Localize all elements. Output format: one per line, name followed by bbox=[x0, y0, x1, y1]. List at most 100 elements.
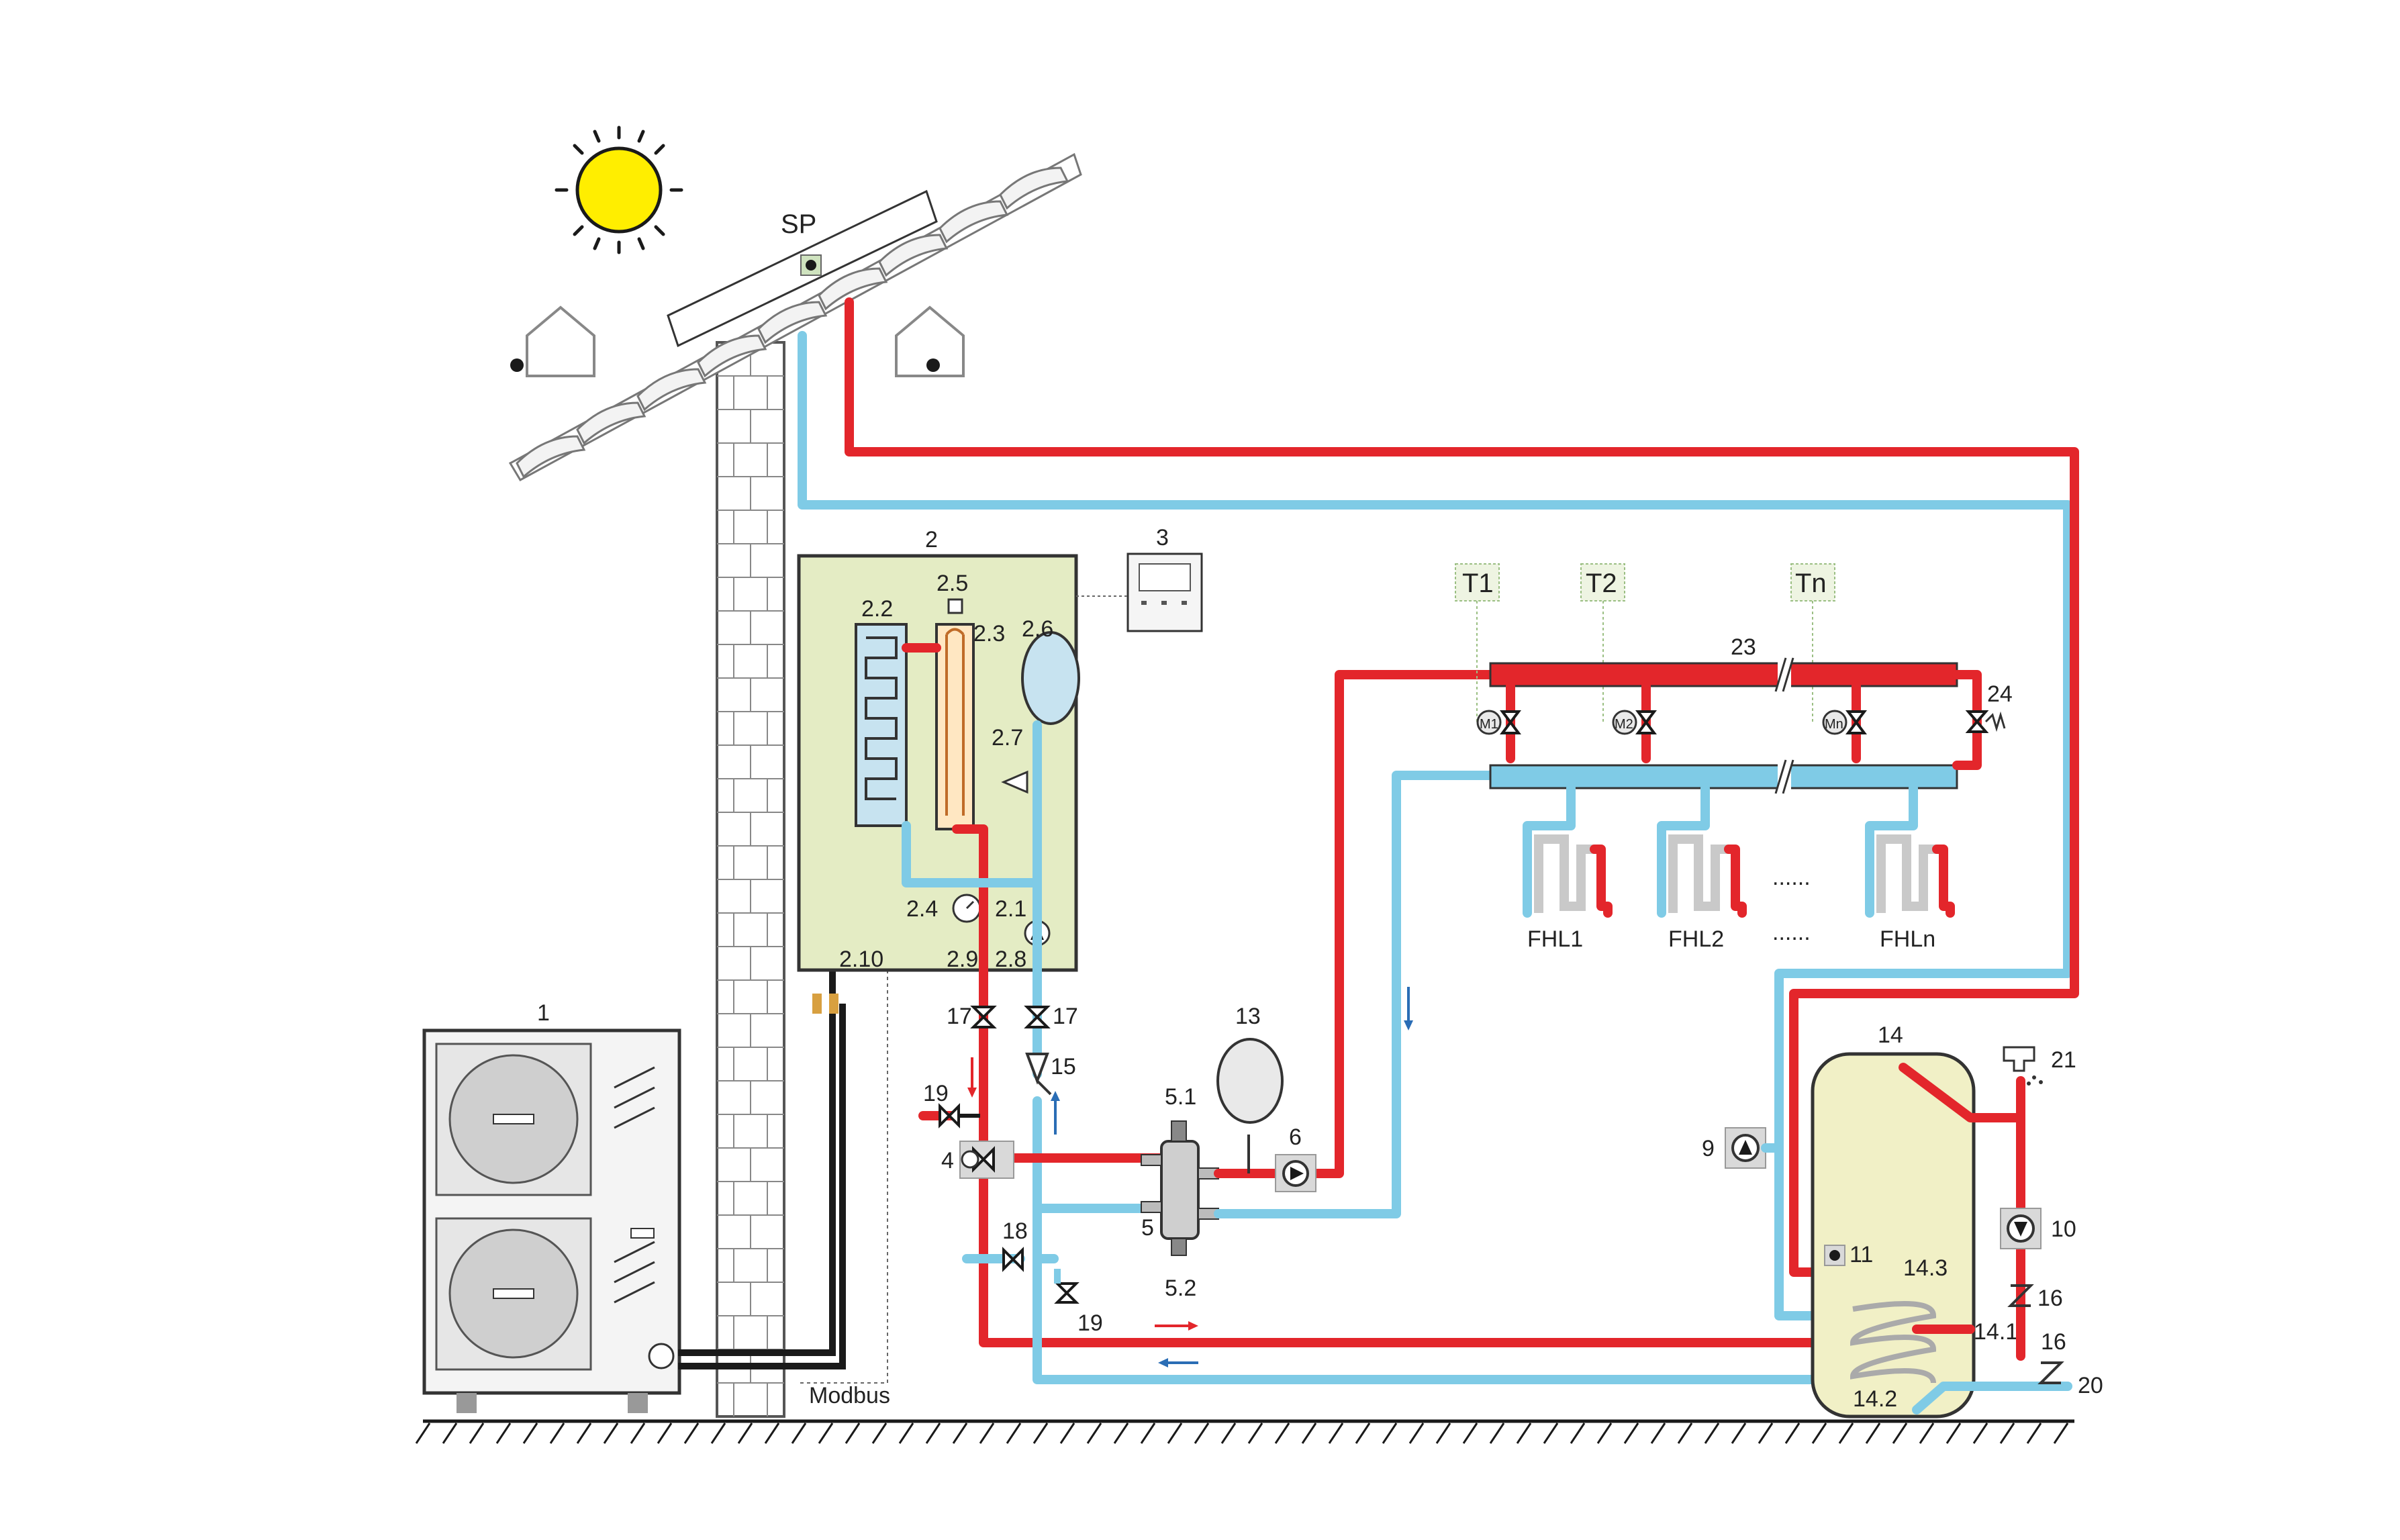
component-label: 6 bbox=[1289, 1124, 1302, 1150]
thermostat-label: T1 bbox=[1462, 569, 1494, 598]
zone-valve bbox=[1476, 710, 1521, 735]
component-label: 17 bbox=[947, 1004, 972, 1029]
component-label: 23 bbox=[1731, 634, 1756, 660]
component-label: 5.1 bbox=[1165, 1084, 1196, 1110]
actuator-label: M1 bbox=[1480, 717, 1498, 732]
component-label: 5 bbox=[1141, 1215, 1154, 1241]
ground bbox=[415, 1419, 2074, 1444]
expansion-vessel-13 bbox=[1216, 1038, 1284, 1124]
component-label: 14.2 bbox=[1853, 1386, 1897, 1412]
component-label: 2.9 bbox=[947, 947, 978, 972]
shutoff-valve-17 bbox=[970, 1006, 997, 1028]
floor-heating-loop bbox=[1657, 783, 1747, 918]
component-label: 2.6 bbox=[1022, 616, 1053, 642]
component-label: 14.3 bbox=[1903, 1255, 1948, 1281]
component-label: 9 bbox=[1702, 1136, 1715, 1161]
component-label: 2.2 bbox=[861, 596, 893, 622]
component-label: 17 bbox=[1053, 1004, 1078, 1029]
dhw-tank-14 bbox=[1811, 1052, 1976, 1418]
component-label: 13 bbox=[1235, 1004, 1261, 1029]
shutoff-valve-17 bbox=[1024, 1006, 1051, 1028]
loop-ellipsis: ...... bbox=[1772, 920, 1811, 945]
solar-return-pipe bbox=[798, 331, 2072, 1320]
indoor-unit-label: 2 bbox=[925, 527, 938, 552]
drain-valve-19 bbox=[1054, 1269, 1079, 1304]
component-label: 2.4 bbox=[906, 896, 938, 922]
loop-label: FHL2 bbox=[1668, 926, 1724, 952]
component-label: 16 bbox=[2037, 1286, 2063, 1311]
brick-wall bbox=[716, 341, 785, 1418]
indoor-hydraulic-unit bbox=[797, 554, 1080, 972]
flow-arrow-icon bbox=[1335, 987, 1344, 1030]
component-label: 10 bbox=[2051, 1216, 2076, 1242]
component-label: 11 bbox=[1850, 1242, 1873, 1267]
manifold-23 bbox=[1489, 657, 1958, 794]
sun-icon bbox=[555, 126, 683, 254]
house-icon bbox=[510, 305, 595, 377]
component-label: 16 bbox=[2041, 1329, 2066, 1355]
shower-tap-icon bbox=[2003, 1046, 2043, 1086]
room-thermostat bbox=[1790, 563, 1835, 722]
component-label: 15 bbox=[1051, 1054, 1076, 1079]
controller-label: 3 bbox=[1156, 525, 1169, 550]
component-label: 19 bbox=[1077, 1310, 1103, 1336]
recirculation-pump-10 bbox=[2000, 1208, 2042, 1249]
component-label: 2.8 bbox=[995, 947, 1026, 972]
room-thermostat bbox=[1455, 563, 1500, 722]
solar-panel-label: SP bbox=[781, 209, 816, 239]
component-label: 19 bbox=[923, 1081, 949, 1106]
house-icon bbox=[895, 305, 965, 377]
flow-arrow-icon bbox=[1155, 1321, 1198, 1331]
component-label: 24 bbox=[1987, 681, 2013, 707]
internal-return-pipe bbox=[902, 720, 1042, 887]
loop-label: FHL1 bbox=[1527, 926, 1583, 952]
actuator-label: Mn bbox=[1825, 717, 1843, 732]
filter-15 bbox=[1025, 1053, 1052, 1096]
flow-arrow-icon bbox=[1051, 1091, 1060, 1135]
component-label: 2.5 bbox=[937, 571, 968, 596]
bypass-valve-24 bbox=[1965, 710, 2006, 733]
solar-flow-pipe bbox=[845, 297, 2079, 1277]
check-valve-16 bbox=[2007, 1284, 2034, 1307]
component-label: 2.3 bbox=[973, 621, 1005, 646]
cold-water-inlet-pipe bbox=[1912, 1382, 2072, 1414]
component-label: 2.10 bbox=[839, 947, 883, 972]
flow-arrow-icon bbox=[967, 1057, 977, 1098]
component-label: 2.7 bbox=[992, 725, 1023, 751]
component-label: 18 bbox=[1002, 1218, 1028, 1244]
thermostat-label: Tn bbox=[1795, 569, 1827, 598]
flow-arrow-icon bbox=[1404, 987, 1413, 1030]
component-label: 5.2 bbox=[1165, 1276, 1196, 1301]
actuator-label: M2 bbox=[1615, 717, 1633, 732]
zone-valve bbox=[1612, 710, 1657, 735]
component-label: 20 bbox=[2078, 1373, 2103, 1398]
component-label: 2.1 bbox=[995, 896, 1026, 922]
outdoor-unit-label: 1 bbox=[537, 1000, 550, 1026]
controller-panel bbox=[1076, 552, 1203, 632]
zone-valve bbox=[1822, 710, 1867, 735]
room-thermostat bbox=[1580, 563, 1625, 722]
check-valve-16 bbox=[2037, 1361, 2064, 1384]
floor-heating-loop bbox=[1523, 783, 1613, 918]
tank-label: 14 bbox=[1878, 1022, 1903, 1048]
component-label: 4 bbox=[941, 1148, 954, 1173]
solar-panel bbox=[667, 189, 938, 348]
dhw-outlet-pipe bbox=[1899, 1063, 2025, 1122]
circulation-pump-6 bbox=[1275, 1154, 1316, 1192]
flow-arrow-icon bbox=[1158, 1358, 1198, 1367]
modbus-label: Modbus bbox=[809, 1383, 890, 1408]
outdoor-heat-pump-unit bbox=[422, 1028, 681, 1413]
loop-label: FHLn bbox=[1880, 926, 1935, 952]
floor-heating-loop bbox=[1865, 783, 1955, 918]
loop-ellipsis: ...... bbox=[1772, 865, 1811, 890]
dhw-return-pipe bbox=[1033, 1096, 1817, 1384]
thermostat-label: T2 bbox=[1586, 569, 1617, 598]
modbus-cable bbox=[799, 970, 888, 1384]
roof bbox=[508, 152, 1082, 482]
floor-heating-return-pipe bbox=[1214, 771, 1495, 1218]
solar-pump-9 bbox=[1725, 1127, 1766, 1169]
valve-18 bbox=[1002, 1247, 1024, 1272]
component-label: 14.1 bbox=[1974, 1319, 2018, 1345]
drain-valve-19 bbox=[939, 1103, 980, 1128]
